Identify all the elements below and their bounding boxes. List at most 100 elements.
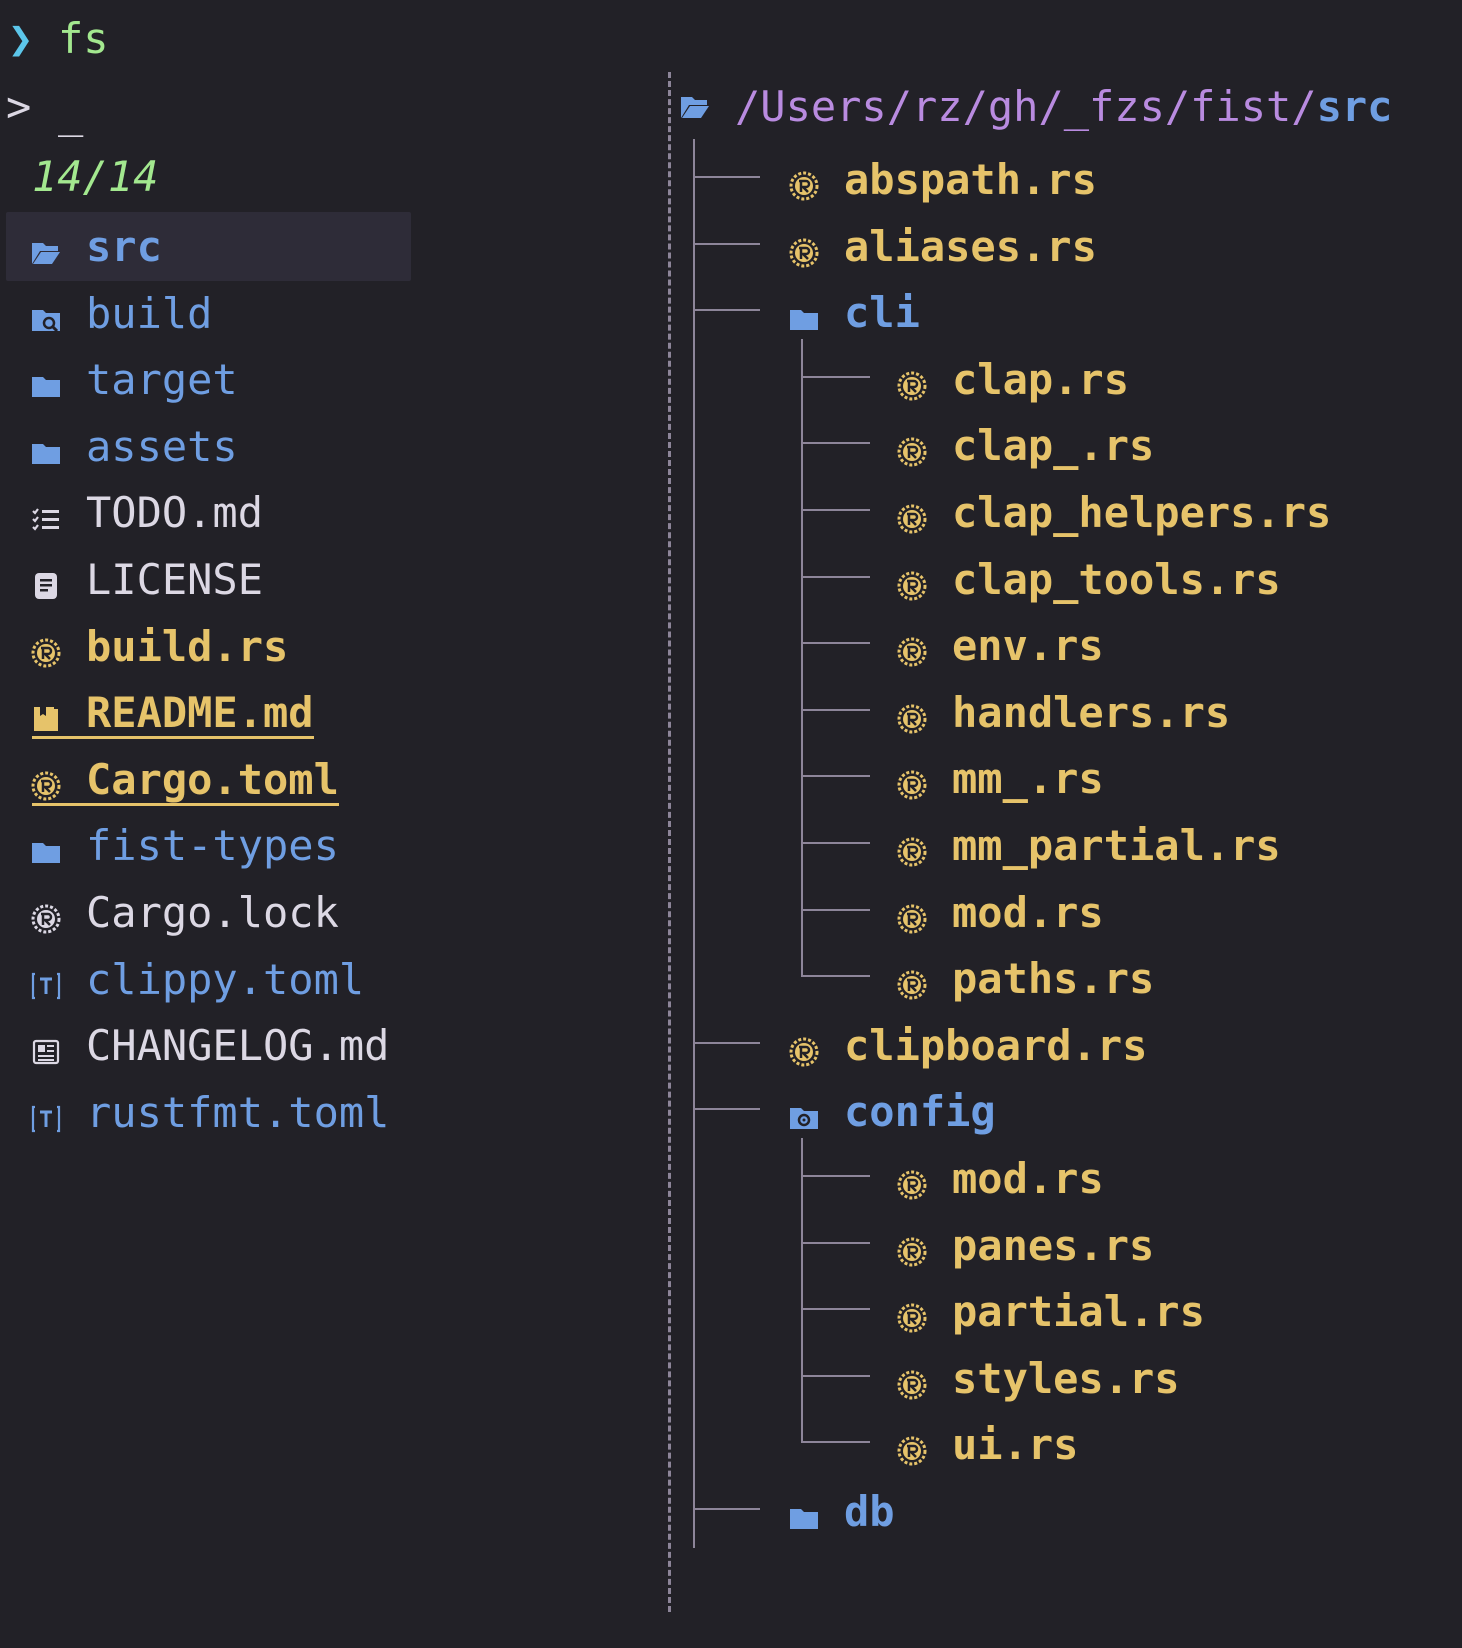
folder-open-icon <box>679 88 711 120</box>
tree-node-label: clap_.rs <box>952 421 1155 471</box>
tree-node-label: mm_partial.rs <box>952 821 1281 870</box>
tree-node-label: clap_tools.rs <box>952 554 1281 604</box>
list-item[interactable]: src <box>0 212 440 282</box>
list-item-label: src <box>86 222 162 271</box>
tree-node-label: partial.rs <box>952 1287 1205 1337</box>
tree-subtrunk <box>801 338 803 978</box>
list-item-label: LICENSE <box>86 555 264 604</box>
rust-icon <box>788 163 820 201</box>
tree-node-label: styles.rs <box>952 1353 1180 1403</box>
tree-node-label: panes.rs <box>952 1220 1155 1270</box>
rust-icon <box>896 429 928 467</box>
tree-branch <box>801 975 870 978</box>
tree-branch <box>801 1241 870 1244</box>
tree-branch <box>801 708 870 711</box>
list-item[interactable]: build.rs <box>0 612 440 682</box>
rust-icon <box>788 1029 820 1067</box>
list-item-label: build <box>86 288 213 338</box>
list-item[interactable]: Cargo.toml <box>0 745 440 815</box>
folder-icon <box>30 829 62 864</box>
query-prompt-symbol: > <box>6 82 32 131</box>
folder-config-icon <box>788 1095 820 1130</box>
rust-icon <box>896 1229 928 1267</box>
list-item-label: fist-types <box>86 821 339 871</box>
tree-branch <box>693 176 760 178</box>
folder-search-icon <box>30 297 62 332</box>
tree-trunk <box>693 139 695 1548</box>
shell-prompt-chevron: ❯ <box>8 14 34 63</box>
query-input[interactable]: _ <box>58 88 84 137</box>
tree-branch <box>801 1374 870 1377</box>
tree-subtrunk <box>801 1138 803 1444</box>
tree-node-label: clap.rs <box>952 354 1130 404</box>
tree-branch <box>693 309 760 312</box>
list-item[interactable]: clippy.toml <box>0 945 440 1015</box>
list-item[interactable]: fist-types <box>0 811 440 881</box>
preview-path: /Users/rz/gh/_fzs/fist/src <box>681 86 1392 128</box>
license-icon <box>30 563 62 599</box>
tree-node-label: mm_.rs <box>952 754 1104 804</box>
tree-branch <box>801 842 870 844</box>
shell-command: fs <box>58 14 109 63</box>
list-item[interactable]: build <box>0 279 440 349</box>
list-item-label: build.rs <box>86 621 289 671</box>
list-item-label: clippy.toml <box>86 954 365 1004</box>
tree-branch <box>801 575 870 578</box>
tree-node-label: aliases.rs <box>844 221 1097 271</box>
toml-icon <box>30 963 62 999</box>
list-item[interactable]: Cargo.lock <box>0 878 440 948</box>
tree-branch <box>801 1441 870 1444</box>
rust-icon <box>896 829 928 867</box>
tree-branch <box>693 242 760 245</box>
rust-icon <box>896 496 928 534</box>
tree-node-label: ui.rs <box>952 1420 1079 1470</box>
tree-node-label: mod.rs <box>952 1154 1104 1203</box>
list-item[interactable]: assets <box>0 412 440 482</box>
list-item-label: rustfmt.toml <box>86 1087 390 1137</box>
tree-branch <box>801 509 870 511</box>
rust-icon <box>896 563 928 601</box>
rust-icon <box>896 363 928 401</box>
tree-branch <box>801 375 870 378</box>
folder-icon <box>788 296 820 331</box>
rust-lock-icon <box>30 896 62 934</box>
list-item[interactable]: README.md <box>0 678 440 748</box>
tree-branch <box>801 775 870 778</box>
rust-icon <box>896 962 928 1000</box>
rust-icon <box>896 629 928 667</box>
tree-branch <box>693 1041 760 1044</box>
list-item[interactable]: rustfmt.toml <box>0 1078 440 1148</box>
folder-open-icon <box>30 230 62 264</box>
list-item[interactable]: LICENSE <box>0 545 440 615</box>
tree-branch <box>693 1108 760 1111</box>
preview-pane-border <box>668 72 671 1612</box>
rust-icon <box>788 230 820 268</box>
tree-node-label: db <box>844 1487 895 1536</box>
underline <box>32 802 339 806</box>
selected-row-highlight <box>6 212 411 281</box>
list-item[interactable]: CHANGELOG.md <box>0 1011 440 1081</box>
tree-node-label: env.rs <box>952 621 1104 671</box>
rust-icon <box>896 762 928 800</box>
checklist-icon <box>30 496 62 532</box>
list-item[interactable]: TODO.md <box>0 478 440 548</box>
list-item-label: Cargo.toml <box>86 754 339 804</box>
tree-branch <box>801 442 870 445</box>
rust-icon <box>896 1362 928 1400</box>
rust-icon <box>896 1428 928 1466</box>
toml-icon <box>30 1096 62 1132</box>
folder-icon <box>30 430 62 464</box>
rust-icon <box>30 763 62 801</box>
list-item[interactable]: target <box>0 345 440 415</box>
tree-node-label: handlers.rs <box>952 687 1231 737</box>
tree-node-label: cli <box>844 288 920 338</box>
match-count: 14/14 <box>32 152 159 201</box>
rust-icon <box>30 630 62 668</box>
rust-icon <box>896 1162 928 1200</box>
list-item-label: target <box>86 355 238 405</box>
tree-node-label: config <box>844 1087 996 1137</box>
underline <box>32 736 314 740</box>
preview-path-prefix: /Users/rz/gh/_fzs/fist/ <box>735 82 1317 131</box>
tree-node-label: paths.rs <box>952 954 1155 1004</box>
list-item-label: TODO.md <box>86 488 264 538</box>
